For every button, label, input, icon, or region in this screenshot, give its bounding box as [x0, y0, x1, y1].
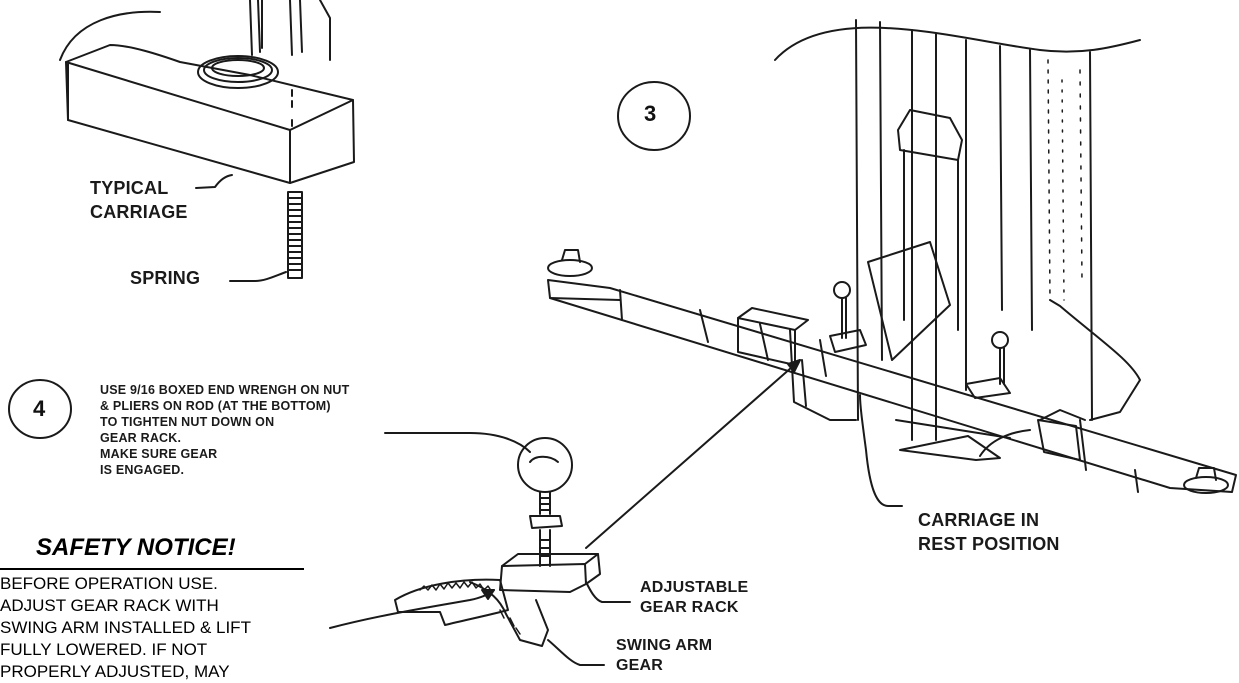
carriage-rest-label: CARRIAGE IN REST POSITION	[918, 508, 1060, 556]
spring-drawing	[287, 191, 303, 279]
carriage-block-drawing	[59, 0, 355, 184]
step-three-circle	[617, 81, 691, 151]
safety-to-gear-pointer	[329, 589, 495, 629]
step-four-circle	[8, 379, 72, 439]
typical-carriage-leader	[195, 174, 233, 189]
detail-pointer-line	[585, 359, 801, 549]
safety-line-3: SWING ARM INSTALLED & LIFT	[0, 618, 251, 637]
safety-line-2: ADJUST GEAR RACK WITH	[0, 596, 219, 615]
safety-line-4: FULLY LOWERED. IF NOT	[0, 640, 208, 659]
instruction-line-1: USE 9/16 BOXED END WRENGH ON NUT	[100, 383, 350, 397]
swing-arm-gear-leader	[547, 639, 605, 666]
adjustment-knobs-drawing	[833, 281, 1009, 385]
swing-arm-gear-line-2: GEAR	[616, 657, 664, 674]
detail-pointer-arrowhead	[787, 359, 801, 373]
swing-arm-gear-label: SWING ARM GEAR	[616, 636, 712, 676]
instruction-line-2: & PLIERS ON ROD (AT THE BOTTOM)	[100, 399, 331, 413]
spring-label: SPRING	[130, 268, 201, 288]
safety-pointer-arrowhead	[481, 589, 495, 600]
step-four-instructions: USE 9/16 BOXED END WRENGH ON NUT & PLIER…	[100, 382, 350, 478]
lift-column-drawing	[774, 19, 1141, 461]
instruction-line-4: GEAR RACK.	[100, 431, 182, 445]
carriage-rest-line-2: REST POSITION	[918, 534, 1060, 554]
safety-line-1: BEFORE OPERATION USE.	[0, 574, 218, 593]
instruction-line-3: TO TIGHTEN NUT DOWN ON	[100, 415, 275, 429]
swing-arm-gear-line-1: SWING ARM	[616, 637, 713, 654]
safety-line-5: PROPERLY ADJUSTED, MAY	[0, 662, 230, 681]
adjustable-gear-rack-line-1: ADJUSTABLE	[640, 579, 749, 596]
step-three-number: 3	[644, 101, 657, 126]
adjustable-gear-rack-leader	[585, 581, 631, 603]
adjustable-gear-rack-line-2: GEAR RACK	[640, 599, 739, 616]
typical-carriage-line-1: TYPICAL	[90, 178, 169, 198]
carriage-rest-line-1: CARRIAGE IN	[918, 510, 1040, 530]
step-four-number: 4	[33, 396, 46, 421]
swing-arm-drawing	[547, 249, 1237, 494]
safety-notice-text: BEFORE OPERATION USE. ADJUST GEAR RACK W…	[0, 573, 330, 683]
safety-notice-title: SAFETY NOTICE!	[36, 534, 236, 561]
spring-leader	[229, 271, 287, 282]
carriage-rest-leader	[859, 394, 903, 507]
instruction-line-6: IS ENGAGED.	[100, 463, 185, 477]
typical-carriage-label: TYPICAL CARRIAGE	[90, 176, 188, 224]
instruction-line-5: MAKE SURE GEAR	[100, 447, 218, 461]
typical-carriage-line-2: CARRIAGE	[90, 202, 188, 222]
gear-detail-drawing	[394, 437, 601, 647]
safety-notice-rule	[0, 568, 304, 570]
step-four-leader	[384, 432, 531, 453]
adjustable-gear-rack-label: ADJUSTABLE GEAR RACK	[640, 578, 748, 618]
